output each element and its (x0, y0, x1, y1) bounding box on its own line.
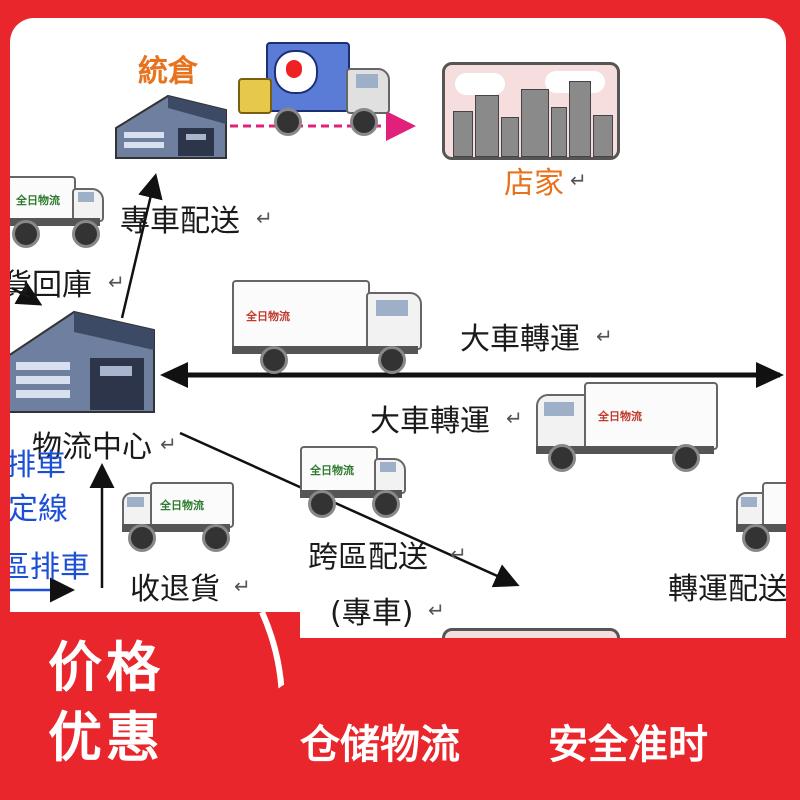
label-warehouse-top: 統倉 (138, 54, 198, 89)
label-dispatch-1: 排車 (10, 448, 66, 483)
store-top-cityscape (442, 62, 620, 160)
return-mark-icon: ↵ (570, 168, 587, 192)
label-dedicated-vehicle: (專車) (330, 596, 414, 631)
label-receive-return: 收退貨 (130, 572, 220, 607)
logistics-diagram: 統倉 店家 ↵ 全日物流 專車配送 ↵ 貨回庫 ↵ (10, 18, 786, 638)
slogan-banner (255, 676, 800, 800)
truck-transfer (736, 482, 786, 552)
truck-left-top: 全日物流 (10, 176, 112, 248)
truck-receive-return: 全日物流 (122, 482, 234, 552)
slogan-left: 仓储物流 (300, 722, 460, 768)
badge-line-2: 优惠 (48, 706, 164, 769)
truck-top-color (238, 38, 398, 136)
truck-cross-region: 全日物流 (300, 446, 410, 518)
truck-trunk-right: 全日物流 (536, 382, 722, 472)
label-route: 定線 (10, 492, 68, 527)
label-logistics-center: 物流中心 (32, 430, 152, 465)
return-mark-icon: ↵ (428, 598, 445, 622)
label-cross-region: 跨區配送 (308, 540, 428, 575)
label-trunk-transport-2: 大車轉運 (370, 404, 490, 439)
label-store-top: 店家 (504, 166, 564, 201)
cross-region-arrow (179, 431, 520, 588)
return-mark-icon: ↵ (234, 574, 251, 598)
label-dedicated-delivery: 專車配送 (120, 204, 240, 239)
warehouse-top-building (108, 88, 228, 160)
diagram-connectors (10, 111, 784, 603)
label-transfer-delivery: 轉運配送 (668, 572, 786, 607)
return-mark-icon: ↵ (160, 432, 177, 456)
return-mark-icon: ↵ (256, 206, 273, 230)
slogan-right: 安全准时 (548, 722, 708, 768)
center-to-warehouse-arrow (120, 173, 163, 319)
store-bottom-cityscape (442, 628, 620, 638)
badge-line-1: 价格 (48, 636, 164, 699)
return-mark-icon: ↵ (108, 270, 125, 294)
label-return: 貨回庫 (10, 268, 92, 303)
return-mark-icon: ↵ (596, 324, 613, 348)
return-mark-icon: ↵ (506, 406, 523, 430)
return-mark-icon: ↵ (450, 542, 467, 566)
label-trunk-transport-1: 大車轉運 (460, 322, 580, 357)
label-dispatch-2: 區排車 (10, 550, 90, 585)
truck-trunk-center: 全日物流 (232, 280, 428, 376)
return-arrow (11, 282, 43, 306)
logistics-center-building (10, 306, 156, 414)
